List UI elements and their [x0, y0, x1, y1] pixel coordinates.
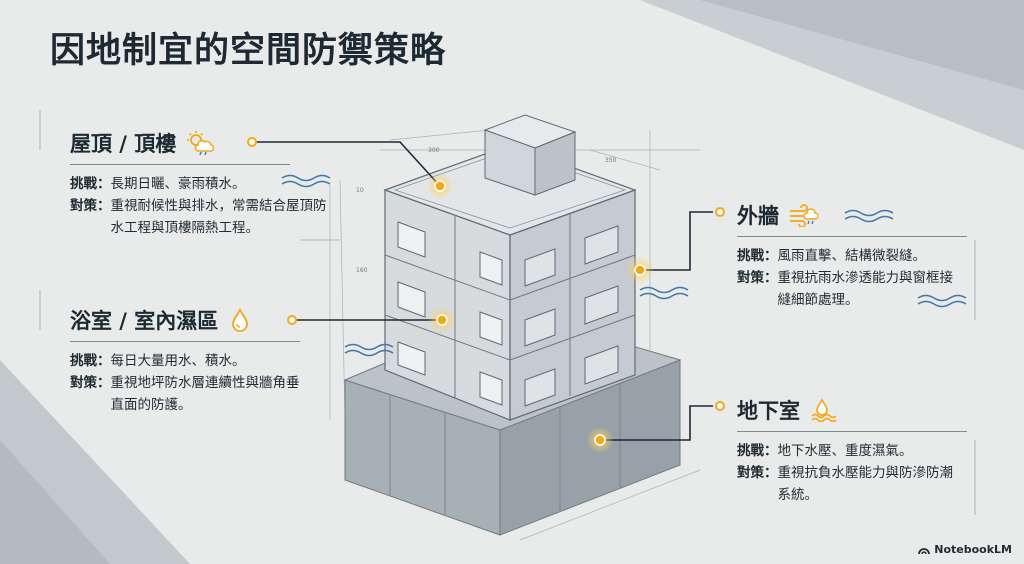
challenge-label: 挑戰： [70, 176, 111, 192]
section-roof: 屋頂 / 頂樓 挑戰：長期日曬、豪雨積水。 對策：重視耐候性與排水，常需結合屋頂… [70, 128, 350, 239]
section-heading-text: 地下室 [737, 399, 800, 423]
hotspot-wall [626, 256, 654, 284]
section-heading-text: 外牆 [737, 204, 779, 228]
section-heading: 外牆 [737, 200, 987, 230]
strategy-text: 重視抗負水壓能力與防滲防潮系統。 [777, 465, 954, 503]
footer-brand: NotebookLM [918, 543, 1012, 556]
strategy-label: 對策： [70, 375, 111, 391]
section-heading-text: 浴室 / 室內濕區 [70, 309, 219, 333]
wave-decoration [281, 174, 967, 357]
sun-rain-icon [186, 131, 215, 156]
page-title: 因地制宜的空間防禦策略 [50, 31, 447, 71]
strategy-label: 對策： [737, 270, 778, 286]
leader-line-wall [640, 211, 713, 271]
footer-text: NotebookLM [934, 543, 1012, 556]
challenge-text: 風雨直擊、結構微裂縫。 [777, 248, 927, 264]
dimension-label: 160 [356, 267, 368, 274]
groundwater-icon [810, 398, 838, 423]
strategy-text: 重視抗雨水滲透能力與窗框接縫細節處理。 [777, 270, 954, 308]
strategy-text: 重視耐候性與排水，常需結合屋頂防水工程與頂樓隔熱工程。 [110, 198, 327, 236]
wind-rain-icon [789, 203, 819, 228]
section-heading-text: 屋頂 / 頂樓 [70, 132, 177, 156]
hotspot-bathroom [428, 306, 456, 334]
dimension-label: 350 [605, 157, 617, 164]
section-heading: 屋頂 / 頂樓 [70, 128, 350, 158]
strategy-text: 重視地坪防水層連續性與牆角垂直面的防護。 [110, 375, 300, 413]
section-bathroom: 浴室 / 室內濕區 挑戰：每日大量用水、積水。 對策：重視地坪防水層連續性與牆角… [70, 305, 350, 416]
challenge-label: 挑戰： [70, 353, 111, 369]
challenge-label: 挑戰： [737, 443, 778, 459]
leader-line-roof [252, 141, 441, 187]
dimension-label: 300 [428, 147, 440, 154]
water-drop-icon [228, 308, 256, 332]
challenge-text: 長期日曬、豪雨積水。 [110, 176, 246, 192]
section-exterior-wall: 外牆 挑戰：風雨直擊、結構微裂縫。 對策：重視抗雨水滲透能力與窗框接縫細節處理。 [737, 200, 987, 311]
hotspot-roof [426, 172, 454, 200]
section-heading: 浴室 / 室內濕區 [70, 305, 350, 335]
challenge-text: 每日大量用水、積水。 [110, 353, 246, 369]
leader-line-basement [600, 405, 713, 441]
hotspot-basement [586, 426, 614, 454]
notebooklm-logo-icon [918, 545, 931, 555]
challenge-label: 挑戰： [737, 248, 778, 264]
strategy-label: 對策： [70, 198, 111, 214]
strategy-label: 對策： [737, 465, 778, 481]
section-heading: 地下室 [737, 395, 987, 425]
section-basement: 地下室 挑戰：地下水壓、重度濕氣。 對策：重視抗負水壓能力與防滲防潮系統。 [737, 395, 987, 506]
dimension-label: 10 [356, 187, 364, 194]
challenge-text: 地下水壓、重度濕氣。 [777, 443, 913, 459]
